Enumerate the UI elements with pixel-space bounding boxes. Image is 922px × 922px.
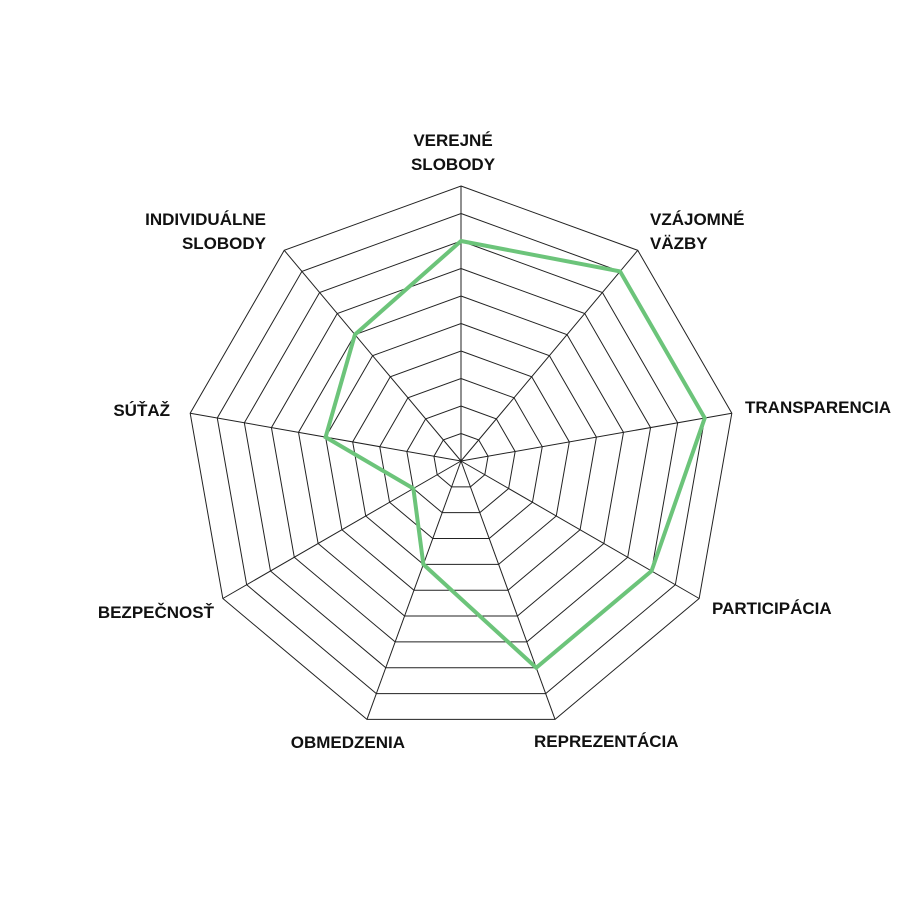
axis-line <box>222 460 462 599</box>
grid-ring <box>243 240 679 669</box>
grid-ring <box>352 350 570 565</box>
axis-label: REPREZENTÁCIA <box>534 732 679 751</box>
axis-label: SÚŤAŽ <box>113 401 170 420</box>
axis-label-line: VZÁJOMNÉ <box>650 210 744 229</box>
axis-line <box>460 460 700 599</box>
axis-label-line: VÄZBY <box>650 234 708 253</box>
axis-label-line: BEZPEČNOSŤ <box>98 603 215 622</box>
axis-line <box>460 412 732 462</box>
axis-label-line: VEREJNÉ <box>413 131 492 150</box>
axis-line <box>366 460 462 720</box>
axis-label-line: SÚŤAŽ <box>113 401 170 420</box>
grid-ring <box>325 322 597 591</box>
axis-label-line: INDIVIDUÁLNE <box>145 210 266 229</box>
axis-label: VEREJNÉ SLOBODY <box>411 131 496 174</box>
series-line <box>323 238 707 671</box>
axis-label-line: SLOBODY <box>411 155 496 174</box>
grid-ring <box>379 377 543 540</box>
grid-ring <box>270 267 652 643</box>
axis-label-line: PARTICIPÁCIA <box>712 599 832 618</box>
grid-ring <box>189 185 733 720</box>
axis-line <box>283 250 462 462</box>
radar-series <box>323 238 707 671</box>
axis-label-line: TRANSPARENCIA <box>745 398 891 417</box>
grid-ring <box>297 295 625 617</box>
axis-labels: VEREJNÉ SLOBODY VZÁJOMNÉ VÄZBY TRANSPARENCIA… <box>98 131 891 752</box>
axis-line <box>460 460 556 720</box>
grid-ring <box>406 405 516 514</box>
axis-label-line: REPREZENTÁCIA <box>534 732 679 751</box>
axis-label: PARTICIPÁCIA <box>712 599 832 618</box>
axis-label: TRANSPARENCIA <box>745 398 891 417</box>
grid-ring <box>433 432 489 488</box>
axis-label: INDIVIDUÁLNE SLOBODY <box>145 210 267 253</box>
axis-label-line: SLOBODY <box>182 234 267 253</box>
axis-label: VZÁJOMNÉ VÄZBY <box>650 210 744 253</box>
axis-label: OBMEDZENIA <box>291 733 405 752</box>
radar-grid <box>189 185 733 720</box>
axis-label-line: OBMEDZENIA <box>291 733 405 752</box>
axis-label: BEZPEČNOSŤ <box>98 603 215 622</box>
axis-line <box>460 250 639 462</box>
